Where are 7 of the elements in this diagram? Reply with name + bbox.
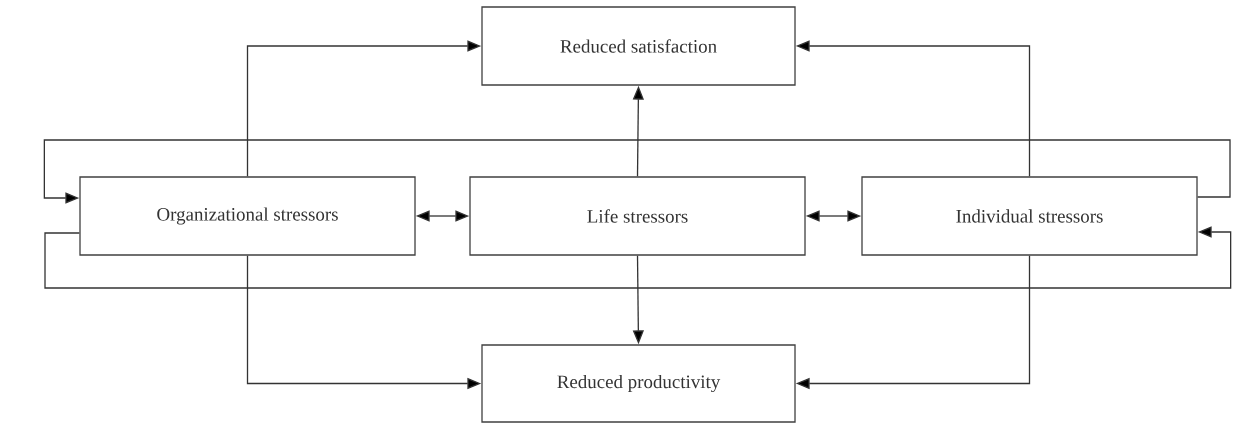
stressor-box: Individual stressors [861, 176, 1198, 256]
stressor-box: Life stressors [469, 176, 806, 256]
stressor-box: Reduced productivity [481, 344, 796, 423]
arrow [44, 226, 1232, 289]
stressor-box: Reduced satisfaction [481, 6, 796, 86]
arrow [43, 139, 1231, 204]
stressor-box: Organizational stressors [79, 176, 416, 256]
